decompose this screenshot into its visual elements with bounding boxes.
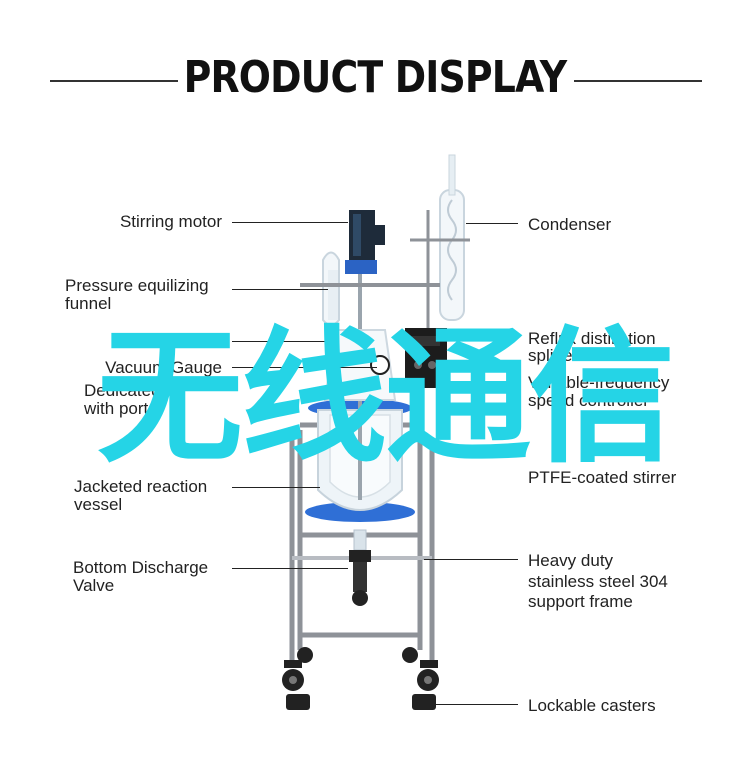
label-discharge-valve-line1: Bottom Discharge	[73, 558, 209, 577]
overlay-watermark-text: 无线通信	[97, 313, 675, 483]
leader-condenser	[466, 223, 518, 224]
leader-support-frame	[424, 559, 518, 560]
label-support-frame-line2: stainless steel 304	[528, 572, 668, 591]
casters	[282, 647, 439, 710]
leader-glass-valve	[232, 341, 332, 342]
label-casters: Lockable casters	[528, 696, 656, 715]
label-support-frame-line3: support frame	[528, 592, 633, 611]
label-stirring-motor: Stirring motor	[119, 212, 222, 231]
leader-jacketed-vessel	[232, 487, 320, 488]
label-liquid-ports-line2: with ports	[84, 399, 157, 418]
label-jacketed-vessel-line2: vessel	[74, 495, 123, 514]
label-liquid-ports-line1: Dedicated liq	[84, 381, 183, 400]
label-jacketed-vessel-line1: Jacketed reaction	[74, 477, 208, 496]
title-rule-right	[574, 80, 702, 82]
label-support-frame-line1: Heavy duty	[528, 551, 614, 570]
leader-discharge-valve	[232, 568, 348, 569]
label-pressure-funnel-line2: funnel	[65, 294, 112, 313]
page-title: PRODUCT DISPLAY	[183, 52, 568, 103]
label-pressure-funnel-line1: Pressure equilizing	[65, 276, 209, 295]
label-discharge-valve-line2: Valve	[73, 576, 115, 595]
label-speed-controller-line1: Variable-frequency	[528, 373, 670, 392]
label-ptfe-stirrer: PTFE-coated stirrer	[528, 468, 677, 487]
label-vacuum-gauge: Vacuum Gauge	[105, 358, 222, 377]
leader-pressure-funnel	[232, 289, 328, 290]
label-reflux-line2: splitter	[528, 346, 579, 365]
label-reflux-line1: Reflux distillation	[528, 329, 656, 348]
leader-casters	[436, 704, 518, 705]
leader-vacuum-gauge	[232, 367, 377, 368]
leader-stirring-motor	[232, 222, 348, 223]
title-rule-left	[50, 80, 178, 82]
label-condenser: Condenser	[528, 215, 612, 234]
label-speed-controller-line2: speed controller	[528, 391, 649, 410]
label-glass-valve: Glass valve	[134, 331, 222, 350]
